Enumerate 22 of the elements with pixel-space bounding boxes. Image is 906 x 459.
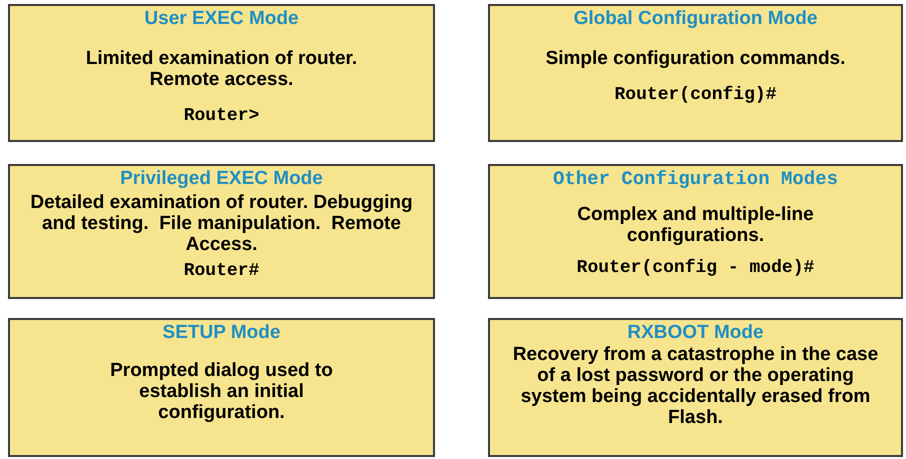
mode-box xyxy=(8,318,435,457)
mode-title: Other Configuration Modes xyxy=(552,168,838,190)
command-prompt: Router(config)# xyxy=(614,85,777,105)
mode-description: Recovery from a catastrophe in the case of a lost password or the operating system being accidentally erased from Flash. xyxy=(512,344,880,428)
mode-title: Privileged EXEC Mode xyxy=(120,168,323,190)
mode-box xyxy=(8,164,435,299)
command-prompt: Router# xyxy=(184,261,260,281)
mode-title: RXBOOT Mode xyxy=(627,322,764,344)
mode-description: Detailed examination of router. Debugging and testing. File manipulation. Remote Access. xyxy=(29,192,414,255)
mode-box xyxy=(8,4,435,142)
mode-title: Global Configuration Mode xyxy=(574,8,818,30)
mode-description: Simple configuration commands. xyxy=(546,48,846,69)
mode-title: User EXEC Mode xyxy=(144,8,299,30)
mode-description: Limited examination of router. Remote access. xyxy=(84,48,358,90)
command-prompt: Router> xyxy=(184,106,260,126)
command-prompt: Router(config - mode)# xyxy=(576,258,814,278)
mode-box xyxy=(488,164,903,299)
mode-description: Prompted dialog used to establish an initial configuration. xyxy=(109,360,334,423)
mode-title: SETUP Mode xyxy=(162,322,280,344)
mode-box xyxy=(488,4,903,142)
mode-description: Complex and multiple-line configurations. xyxy=(576,204,815,246)
mode-box xyxy=(488,318,903,457)
